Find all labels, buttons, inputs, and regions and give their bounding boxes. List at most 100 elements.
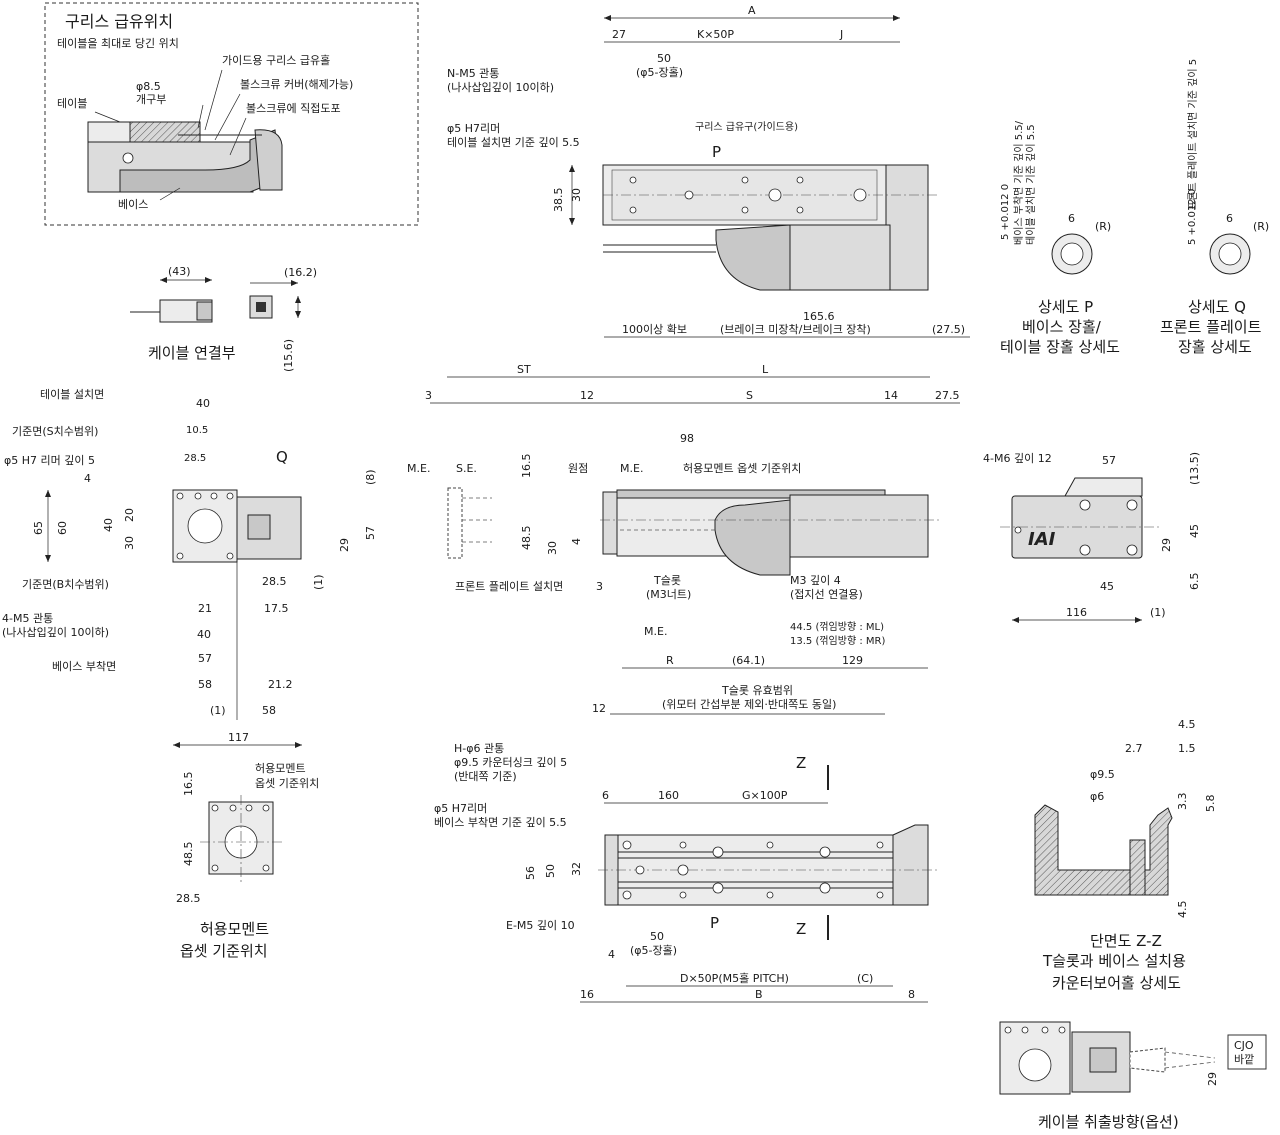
right-d116: 116	[1066, 606, 1087, 619]
side-view: ST L 3 12 S 14 27.5 98 M.E. S.E. 원점 M.E.…	[407, 363, 960, 715]
top-hole-4	[741, 206, 749, 214]
side-ME3: M.E.	[644, 625, 667, 638]
grease-coat-label: 볼스크류에 직접도포	[246, 102, 341, 115]
detail-p-R: (R)	[1095, 220, 1111, 233]
option-hole-1	[1004, 1026, 1012, 1034]
left-end-view: 테이블 설치면 기준면(S치수범위) φ5 H7 리머 깊이 5 40 10.5…	[2, 388, 377, 748]
left-ref-b: 기준면(B치수범위)	[22, 578, 109, 591]
detail-q-tol: 5 +0.012 0	[1187, 189, 1198, 245]
top-hole-3	[741, 176, 749, 184]
side-d275: 27.5	[935, 389, 960, 402]
side-d12b: 12	[592, 702, 606, 715]
cable-caption: 케이블 연결부	[148, 344, 236, 362]
left-d105: 10.5	[186, 425, 208, 436]
grease-end-plate	[254, 129, 283, 191]
right-m6: 4-M6 깊이 12	[983, 452, 1052, 465]
grease-subtitle: 테이블을 최대로 당긴 위치	[57, 37, 179, 50]
side-SE: S.E.	[456, 462, 477, 475]
top-hole-p	[684, 190, 694, 200]
side-d30: 30	[546, 541, 559, 555]
cable-d156: (15.6)	[282, 339, 295, 372]
top-reamer: φ5 H7리머	[447, 122, 500, 135]
side-d3b: 3	[596, 580, 603, 593]
grease-frame	[44, 2, 419, 226]
bottom-h6: H-φ6 관통	[454, 742, 504, 755]
top-d100: 100이상 확보	[622, 323, 687, 336]
left-hole-5	[176, 552, 184, 560]
top-kx50p: K×50P	[697, 28, 734, 41]
side-tslotb: (M3너트)	[646, 588, 691, 601]
option-cable-ghost	[1129, 1047, 1166, 1073]
bottom-Z: Z	[796, 754, 806, 772]
bottom-motor-end	[892, 824, 929, 906]
bottom-d6: 6	[602, 789, 609, 802]
detail-p-vtext1: 베이스 부착면 기준 깊이 5.5/	[1013, 120, 1025, 245]
right-d45v: 45	[1188, 524, 1201, 538]
left-d40h: 40	[197, 628, 211, 641]
bottom-hole-8	[766, 891, 774, 899]
top-hole-6	[796, 206, 804, 214]
grease-base-leader	[159, 187, 181, 201]
section-zz-view: 4.5 2.7 1.5 φ9.5 φ6 3.3 5.8 4.5 단면도 Z-Z …	[1034, 718, 1217, 992]
option-cable-line-1	[1164, 1051, 1216, 1059]
bottom-d50: 50	[544, 864, 557, 878]
cable-exit-option-view: CJO 바깥 29 케이블 취출방향(옵션)	[999, 1021, 1267, 1131]
section-cap1: 단면도 Z-Z	[1090, 932, 1162, 950]
top-motor-cover	[715, 224, 791, 291]
side-origin: 원점	[568, 462, 588, 475]
moment-cap1: 허용모멘트	[200, 920, 269, 938]
grease-detail-view: 구리스 급유위치 테이블을 최대로 당긴 위치 φ8.5 개구부 테이블 가이드…	[44, 2, 419, 226]
side-tslot-rangeb: (위모터 간섭부분 제외·반대쪽도 동일)	[662, 697, 836, 711]
side-front-plate	[602, 491, 618, 555]
detail-q-view: 5 +0.012 0 프론트 플레이트 설치면 기준 깊이 5 6 (R) 상세…	[1160, 59, 1269, 356]
bottom-cb-1	[712, 846, 724, 858]
right-d45: 45	[1100, 580, 1114, 593]
side-d12: 12	[580, 389, 594, 402]
left-Q: Q	[276, 448, 288, 466]
detail-p-cap2: 베이스 장홀/	[1022, 318, 1102, 336]
left-table-face: 테이블 설치면	[40, 388, 104, 401]
option-d29: 29	[1206, 1072, 1219, 1086]
top-nm5b: (나사삽입깊이 10이하)	[447, 80, 554, 94]
top-d30: 30	[570, 188, 583, 202]
left-d58b: 58	[262, 704, 276, 717]
bottom-d4: 4	[608, 948, 615, 961]
top-grease-hole-2	[853, 188, 867, 202]
top-reamerb: 테이블 설치면 기준 깊이 5.5	[447, 136, 580, 149]
option-connector	[1089, 1047, 1117, 1073]
right-d65: 6.5	[1188, 573, 1201, 591]
detail-q-vtext1: 프론트 플레이트 설치면 기준 깊이 5	[1187, 59, 1199, 210]
side-front-label: 프론트 플레이트 설치면	[455, 580, 563, 593]
grease-phi: φ8.5	[136, 80, 161, 93]
top-P: P	[712, 143, 721, 161]
detail-p-tol: 5 +0.012 0	[1000, 184, 1011, 240]
left-hole-6	[226, 552, 234, 560]
side-tslot: T슬롯	[653, 574, 681, 587]
moment-cap2: 옵셋 기준위치	[180, 942, 268, 960]
left-connector	[247, 514, 271, 540]
bottom-hole-4	[679, 841, 687, 849]
bottom-reamerb: 베이스 부착면 기준 깊이 5.5	[434, 816, 567, 829]
side-d14: 14	[884, 389, 898, 402]
left-hole-1	[176, 492, 184, 500]
side-motor-body	[789, 494, 929, 558]
detail-p-cap1: 상세도 P	[1038, 298, 1093, 316]
bottom-gx100p: G×100P	[742, 789, 788, 802]
grease-table-hatch	[129, 121, 201, 143]
side-motor-cover	[714, 499, 791, 576]
cable-plug	[196, 301, 213, 321]
grease-cover-label: 볼스크류 커버(해제가능)	[240, 77, 353, 91]
option-caption: 케이블 취출방향(옵션)	[1038, 1113, 1179, 1131]
section-d27: 2.7	[1125, 742, 1143, 755]
detail-p-cap3: 테이블 장홀 상세도	[1000, 338, 1120, 356]
top-grease-hole-1	[768, 188, 782, 202]
moment-hole-5	[211, 864, 219, 872]
left-m5b: (나사삽입깊이 10이하)	[2, 625, 109, 639]
bottom-hole-6	[679, 891, 687, 899]
side-d3: 3	[425, 389, 432, 402]
section-phi95: φ9.5	[1090, 768, 1115, 781]
left-d4: 4	[84, 472, 91, 485]
moment-hole-4	[262, 804, 270, 812]
top-d165: 165.6	[803, 310, 835, 323]
left-d20: 20	[123, 508, 136, 522]
